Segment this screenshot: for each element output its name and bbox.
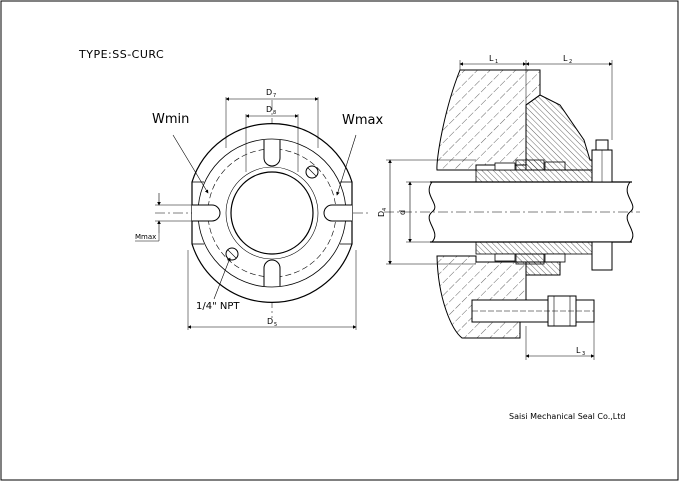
d8-label: D <box>266 105 272 114</box>
company-name: Saisi Mechanical Seal Co.,Ltd <box>509 412 625 421</box>
d7-subscript: 7 <box>273 93 276 99</box>
dimension-l1: L 1 <box>459 54 527 105</box>
l3-label: L <box>576 346 581 355</box>
dimension-d: d <box>398 181 430 243</box>
d5-label: D <box>267 317 273 326</box>
l2-subscript: 2 <box>569 59 572 65</box>
l2-label: L <box>563 54 568 63</box>
dimension-d7: D 7 <box>225 88 319 148</box>
seal-section-view <box>384 69 640 339</box>
d4-label: D <box>377 211 386 217</box>
l3-subscript: 3 <box>582 351 585 357</box>
wmin-label: Wmin <box>152 112 189 127</box>
npt-label: 1/4" NPT <box>196 301 240 312</box>
l1-label: L <box>489 54 494 63</box>
wmax-label: Wmax <box>342 113 383 128</box>
dimension-l2: L 2 <box>525 54 613 140</box>
d5-subscript: 5 <box>274 322 277 328</box>
d-label: d <box>398 210 407 215</box>
mmax-label: Mmax <box>135 233 156 241</box>
dimension-d8: D 8 <box>245 105 299 172</box>
d7-label: D <box>266 88 272 97</box>
dimension-d5: D 5 <box>187 250 357 330</box>
flange-front-view <box>155 100 368 318</box>
dimension-mmax: Mmax <box>135 193 210 242</box>
l1-subscript: 1 <box>495 59 498 65</box>
dimension-l3: L 3 <box>525 322 595 360</box>
type-title: TYPE:SS-CURC <box>78 48 164 61</box>
d4-subscript: 4 <box>382 208 388 211</box>
dimension-d4: D 4 <box>377 159 476 265</box>
d8-subscript: 8 <box>273 110 276 116</box>
